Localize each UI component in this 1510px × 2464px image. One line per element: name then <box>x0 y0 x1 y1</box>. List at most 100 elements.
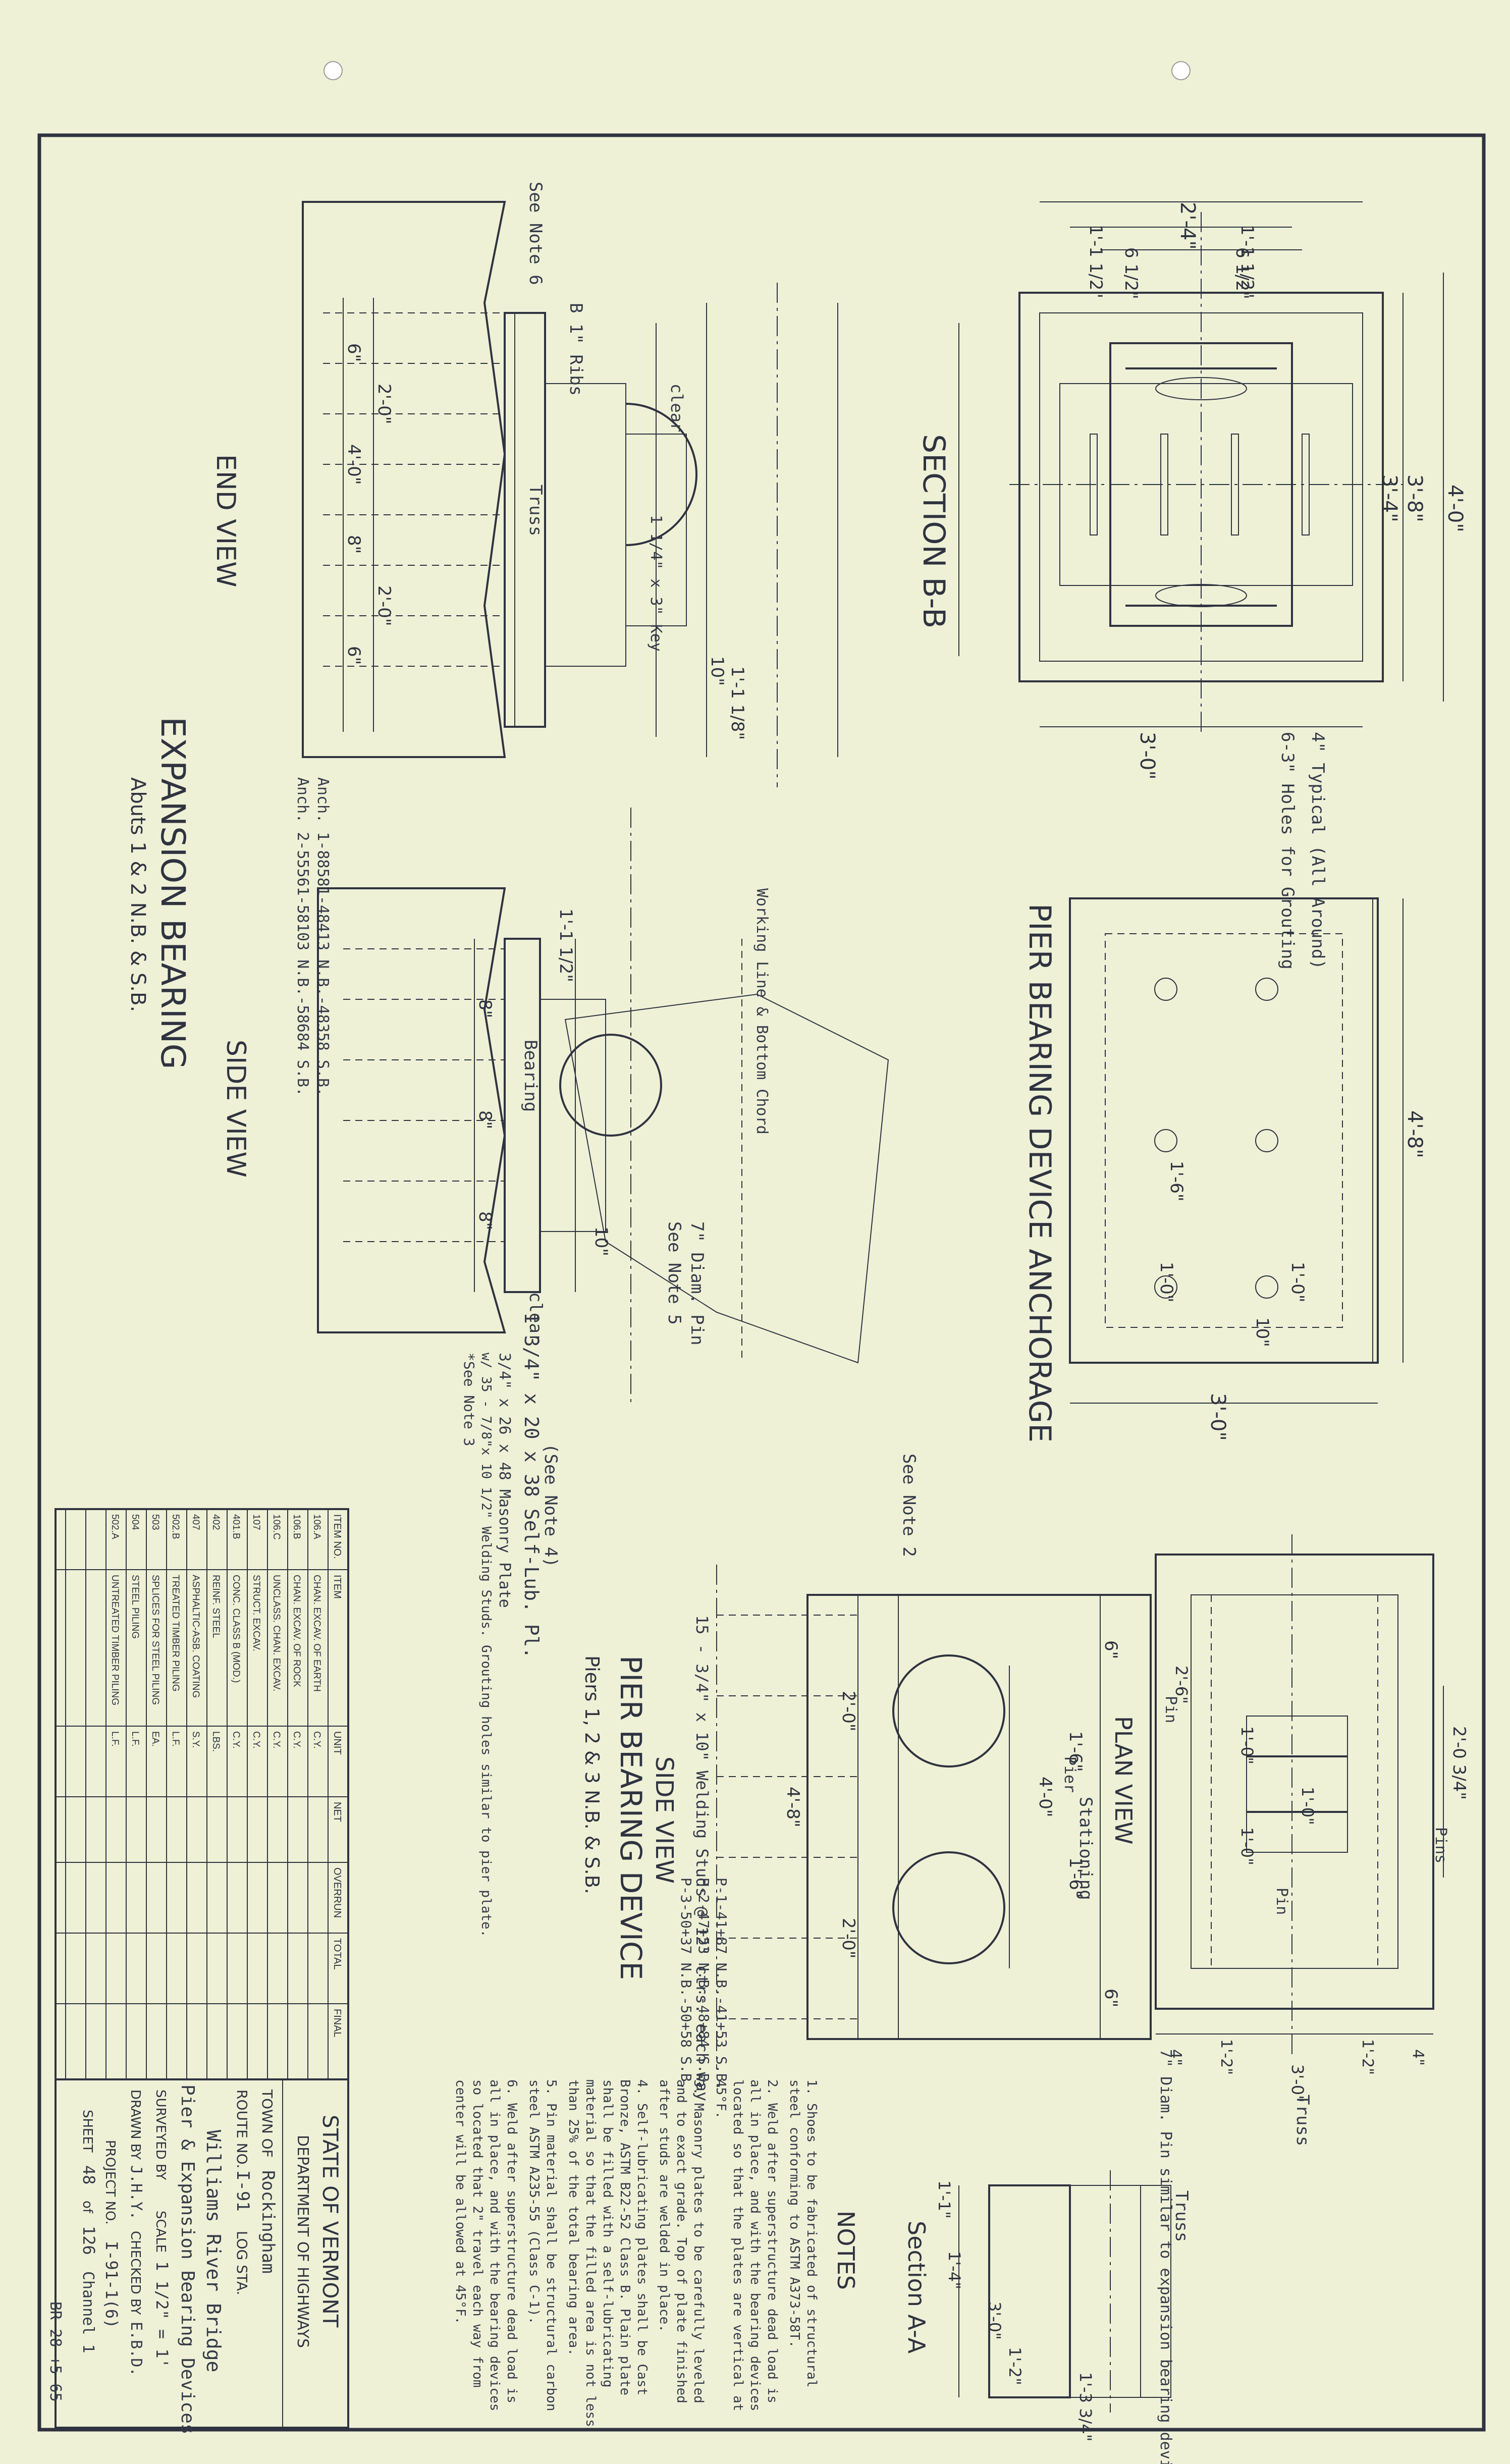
table-cell: 106.A <box>311 1514 322 1539</box>
pier-bearing-subtitle: Piers 1, 2 & 3 N.B. & S.B. <box>581 1655 603 1894</box>
expansion-bearing-subtitle: Abuts 1 & 2 N.B. & S.B. <box>126 777 149 1012</box>
note-line: shall be filled with a self-lubricating <box>600 2079 615 2387</box>
table-cell: EA. <box>150 1731 160 1747</box>
dim-label: 2'-0 3/4" <box>1449 1726 1469 1800</box>
note-line: 1. Shoes to be fabricated of structural <box>804 2079 819 2387</box>
table-header: ITEM NO. <box>332 1514 343 1559</box>
dim-label: 6" <box>344 343 364 362</box>
section-aa-view: 1'-4" 3'-0" 1'-2" 1'-3 3/4" 1'-1" Truss … <box>903 2170 1192 2441</box>
bridge-name: Williams River Bridge <box>202 2130 225 2372</box>
grout-hole <box>1154 1275 1177 1299</box>
dim-label: 1'-0" <box>1298 1787 1317 1825</box>
note-line: steel ASTM A235-55 (Class C-1). <box>526 2079 542 2324</box>
pier-anchorage-plan: 4'-8" 3'-0" 1'-6" 1'-0" 1'-0" 10" PIER B… <box>1022 897 1426 1442</box>
checked-value: E.B.D. <box>127 2322 145 2376</box>
dim-label: 8" <box>344 535 364 554</box>
pins-label: Pins <box>1432 1827 1449 1863</box>
bearing-label: Bearing <box>520 1040 541 1112</box>
table-cell: C.Y. <box>271 1731 282 1749</box>
note-line: steel conforming to ASTM A373-58T. <box>787 2079 802 2348</box>
surveyed-label: SURVEYED BY <box>153 2090 168 2180</box>
note-line: after studs are welded in place. <box>657 2079 672 2332</box>
pier-pin <box>892 1654 1005 1767</box>
rib-label: B 1" Ribs <box>566 303 586 396</box>
see-note-3: *See Note 3 <box>461 1353 477 1446</box>
dim-label: 1'-1 1/2" <box>1237 225 1257 298</box>
table-cell: UNCLASS. CHAN. EXCAV. <box>271 1575 282 1691</box>
scale-value: 1 1/2" = 1' <box>152 2261 172 2368</box>
dim-label: 1'-2" <box>1217 2039 1235 2075</box>
dim-label: 3'-0" <box>1136 732 1159 780</box>
grout-holes-note: 6-3" Holes for Grouting <box>1277 732 1298 970</box>
table-header: FINAL <box>332 2009 343 2038</box>
dim-label: 4" <box>1167 2049 1184 2066</box>
section-aa-title: Section A-A <box>903 2221 930 2354</box>
project-label: PROJECT NO. <box>102 2140 118 2225</box>
quantity-table: ITEM NO.ITEMUNITNETOVERRUNTOTALFINAL106.… <box>55 1508 349 2080</box>
see-note-4: (See Note 4) <box>541 1443 561 1568</box>
drawn-value: J.H.Y. <box>127 2165 145 2220</box>
pin-label: Pin <box>1162 1696 1179 1723</box>
see-note-2: See Note 2 <box>899 1454 919 1557</box>
table-cell: 502.A <box>110 1514 120 1539</box>
pier-ref-2: P-2-47+53 N.B.-48+84 S.B. <box>695 1878 712 2090</box>
truss-label: Truss <box>1171 2190 1192 2242</box>
table-header: OVERRUN <box>332 1867 343 1918</box>
table-cell: C.Y. <box>311 1731 322 1749</box>
stamp-text: BR 28 +5 65 <box>46 2301 64 2402</box>
table-cell: LBS. <box>210 1731 221 1752</box>
route-value: I-91 <box>233 2170 253 2212</box>
dim-label: 3'-8" <box>1403 474 1426 522</box>
grout-hole <box>1255 1129 1278 1152</box>
project-value: I-91-1(6) <box>102 2241 121 2328</box>
dim-label: 6 1/2" <box>1232 247 1252 299</box>
table-header: UNIT <box>332 1731 343 1755</box>
sheet-value: 48 <box>79 2165 98 2185</box>
note-line: 3. Masonry plates to be carefully levele… <box>691 2079 706 2403</box>
dim-label: 4'-8" <box>783 1787 803 1828</box>
expansion-pin <box>559 1034 662 1137</box>
table-header: NET <box>332 1802 343 1822</box>
expansion-bearing-title: EXPANSION BEARING <box>153 717 192 1069</box>
note-line: 45°F. <box>713 2079 728 2119</box>
grout-hole <box>1255 1275 1278 1299</box>
notes-block: NOTES 1. Shoes to be fabricated of struc… <box>453 2079 859 2427</box>
table-cell: C.Y. <box>291 1731 302 1749</box>
truss-label: Truss <box>1292 2095 1313 2146</box>
table-cell: STRUCT. EXCAV. <box>251 1575 261 1651</box>
dim-label: 1'-1" <box>935 2180 954 2219</box>
dim-label: 2'-0" <box>374 585 394 626</box>
anchor-ref-1: Anch. 1-88581-48413 N.B.-48358 S.B. <box>314 777 332 1096</box>
dim-label: 4'-0" <box>1443 485 1467 532</box>
note-line: material so that the filled area is not … <box>583 2079 598 2427</box>
dim-label: 4'-0" <box>344 444 364 485</box>
see-note-5: See Note 5 <box>664 1221 684 1325</box>
truss-label: Truss <box>525 485 546 536</box>
sheet-of: of <box>80 2201 95 2214</box>
table-cell: TREATED TIMBER PILING <box>170 1575 181 1692</box>
dim-label: 10" <box>591 1226 611 1256</box>
table-cell: 402 <box>210 1514 221 1530</box>
table-cell: CHAN. EXCAV. OF ROCK <box>291 1575 302 1687</box>
note-line: 5. Pin material shall be structural carb… <box>544 2079 559 2411</box>
dim-label: 1'-1 1/2" <box>556 908 576 982</box>
note-line: than 25% of the total bearing area. <box>566 2079 581 2356</box>
pier-pin <box>892 1851 1005 1964</box>
grout-hole <box>1255 978 1278 1001</box>
punch-hole <box>323 61 343 80</box>
dim-label: 8" <box>475 1211 495 1230</box>
table-cell: 407 <box>190 1514 201 1530</box>
clear-label: clear <box>667 384 686 432</box>
dim-label: 1'-6" <box>1065 1731 1086 1772</box>
note-line: 4. Self-lubricating plates shall be Cast <box>634 2079 650 2395</box>
punch-hole <box>1171 61 1191 80</box>
stationing-label: Stationing <box>1075 1797 1096 1900</box>
table-cell: C.Y. <box>251 1731 261 1749</box>
note-line: and to exact grade. Top of plate finishe… <box>674 2079 689 2403</box>
table-cell: 107 <box>251 1514 261 1530</box>
dim-label: 1'-6" <box>1065 1857 1086 1898</box>
pier-ref-1: P-1-41+87 N.B.-41+53 S.B. <box>713 1878 730 2090</box>
dim-label: 6" <box>344 646 364 665</box>
